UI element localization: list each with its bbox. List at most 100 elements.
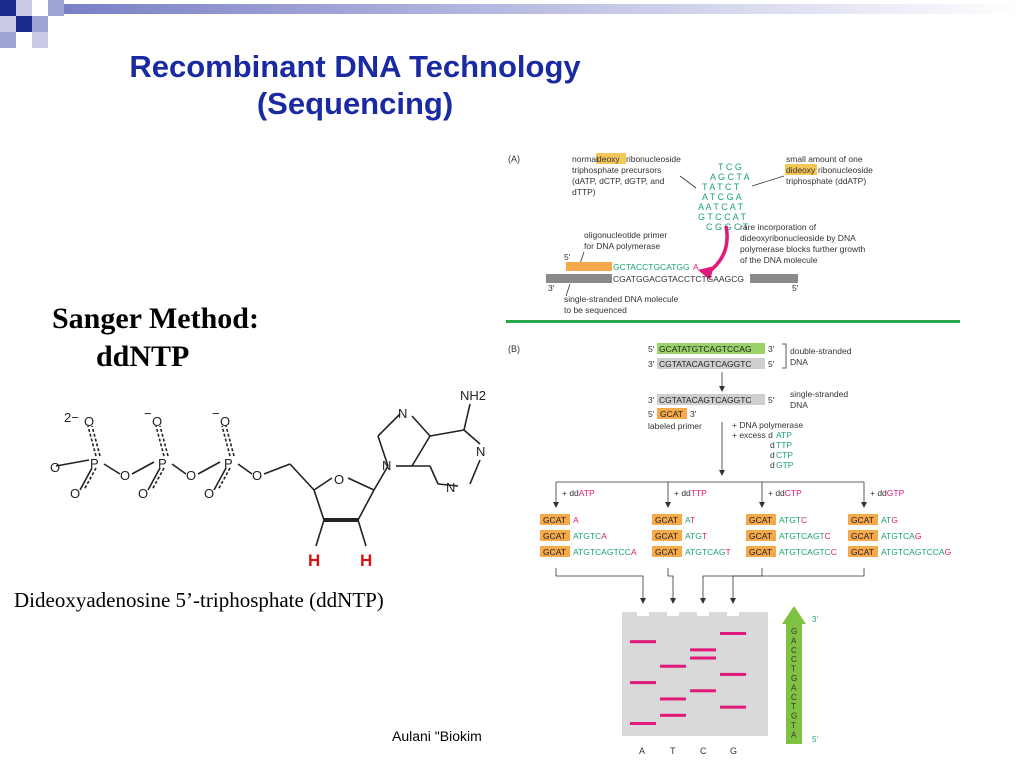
- extension-product: ATGTCAGTCCA: [573, 547, 637, 557]
- product-primer: GCAT: [543, 531, 566, 541]
- gel-wells: [637, 606, 739, 616]
- prime-label: 3': [690, 409, 697, 419]
- prime-label: 3': [648, 395, 655, 405]
- gel-band: [660, 664, 686, 668]
- gel-load-arrowhead: [670, 598, 676, 604]
- ribonucleoside-text: ribonucleoside: [818, 165, 873, 175]
- d-prefix: d: [770, 460, 775, 470]
- rare-line-3: polymerase blocks further growth: [740, 244, 865, 254]
- read-top-label: 3': [812, 615, 818, 624]
- slide-title: Recombinant DNA Technology (Sequencing): [0, 48, 710, 122]
- panel-b-diagram: (B) 5' GCATATGTCAGTCCAG 3' 3' CGTATACAGT…: [508, 343, 951, 756]
- oxygen-atom: O: [70, 486, 80, 501]
- read-base: C: [791, 655, 797, 664]
- gel-lane-labels: A T C G: [639, 746, 737, 756]
- dntp-t: TTP: [776, 440, 792, 450]
- lane-to-gel-line: [555, 568, 644, 600]
- product-primer-box: [746, 546, 776, 557]
- product-primer-box: [848, 546, 878, 557]
- precursor-line-4: dTTP): [572, 187, 596, 197]
- highlight-box: [785, 164, 817, 175]
- sanger-line-1: Sanger Method:: [52, 302, 259, 335]
- dntp-g: GTP: [776, 460, 794, 470]
- normal-precursor-note: normal deoxy ribonucleoside triphosphate…: [572, 153, 681, 197]
- product-primer: GCAT: [543, 547, 566, 557]
- ds-top-bar: [657, 343, 765, 354]
- gel-load-arrowhead: [700, 598, 706, 604]
- read-base: G: [791, 712, 797, 721]
- read-base: A: [791, 636, 797, 645]
- oxygen-atom: O: [152, 414, 162, 429]
- lane-to-gel-line: [667, 568, 674, 600]
- oxygen-atom: O: [252, 468, 262, 483]
- ds-label-1: double-stranded: [790, 346, 852, 356]
- cloud-row: G T C C A T: [698, 212, 747, 222]
- gel-band: [720, 632, 746, 635]
- sanger-heading: Sanger Method: ddNTP: [52, 300, 259, 376]
- extension-product: ATGTCA: [573, 531, 607, 541]
- oxygen-atom: O: [186, 468, 196, 483]
- read-base: C: [791, 646, 797, 655]
- deco-square: [32, 32, 48, 48]
- charge-label: 2−: [64, 410, 79, 425]
- oxygen-atom: O: [138, 486, 148, 501]
- product-primer-box: [652, 546, 682, 557]
- read-base: G: [791, 627, 797, 636]
- ss-label-1: single-stranded: [790, 389, 848, 399]
- lane-label-a: A: [639, 746, 645, 756]
- deco-square: [32, 0, 48, 16]
- cloud-row: T C G: [718, 162, 742, 172]
- product-primer: GCAT: [543, 515, 566, 525]
- prime-label: 5': [648, 344, 655, 354]
- gel-well: [667, 606, 679, 616]
- title-line-1: Recombinant DNA Technology: [129, 49, 581, 84]
- read-base: A: [791, 683, 797, 692]
- hydrogen-right: H: [360, 551, 372, 570]
- gel-band: [630, 722, 656, 725]
- gel-bands: [630, 632, 746, 725]
- ss-line-2: to be sequenced: [564, 305, 627, 315]
- extension-product: ATGT: [685, 531, 707, 541]
- product-primer-box: [540, 546, 570, 557]
- extension-product: ATGTCAGTCCAG: [881, 547, 951, 557]
- lane-arrowhead: [759, 502, 765, 508]
- primer-sequence: GCTACCTGCATGG: [613, 262, 690, 272]
- panel-separator: [506, 320, 960, 323]
- primer-line-1: oligonucleotide primer: [584, 230, 667, 240]
- primer-terminal-base: A: [693, 262, 699, 272]
- oxygen-atom: O: [50, 460, 60, 475]
- oxygen-atom: O: [204, 486, 214, 501]
- gel-background: [622, 612, 768, 736]
- gel-band: [720, 672, 746, 676]
- product-primer-box: [652, 514, 682, 525]
- poly-line-2: + excess d: [732, 430, 773, 440]
- dntp-c: CTP: [776, 450, 793, 460]
- prime-label: 3': [768, 344, 775, 354]
- d-prefix: d: [770, 450, 775, 460]
- precursor-line-2: triphosphate precursors: [572, 165, 661, 175]
- product-primer-box: [652, 530, 682, 541]
- rare-line-2: dideoxyribonucleoside by DNA: [740, 233, 856, 243]
- lane-arrowhead: [861, 502, 867, 508]
- gel-band: [660, 697, 686, 701]
- sanger-line-2: ddNTP: [96, 340, 190, 373]
- product-primer: GCAT: [851, 515, 874, 525]
- product-primer-box: [746, 514, 776, 525]
- deco-square: [48, 0, 64, 16]
- product-primer-box: [746, 530, 776, 541]
- extension-product: AT: [685, 515, 695, 525]
- ribonucleoside-text: ribonucleoside: [626, 154, 681, 164]
- primer-line-2: for DNA polymerase: [584, 241, 660, 251]
- read-base: C: [791, 693, 797, 702]
- deco-square: [32, 16, 48, 32]
- lane-label-c: C: [700, 746, 707, 756]
- product-primer: GCAT: [655, 547, 678, 557]
- lane-to-gel-line: [702, 568, 763, 600]
- footer-credit: Aulani "Biokim: [392, 728, 482, 744]
- normal-text: normal: [572, 154, 598, 164]
- primer-note: oligonucleotide primer for DNA polymeras…: [579, 230, 667, 265]
- rare-note: rare incorporation of dideoxyribonucleos…: [740, 222, 865, 265]
- phosphorus-atom: P: [224, 456, 233, 471]
